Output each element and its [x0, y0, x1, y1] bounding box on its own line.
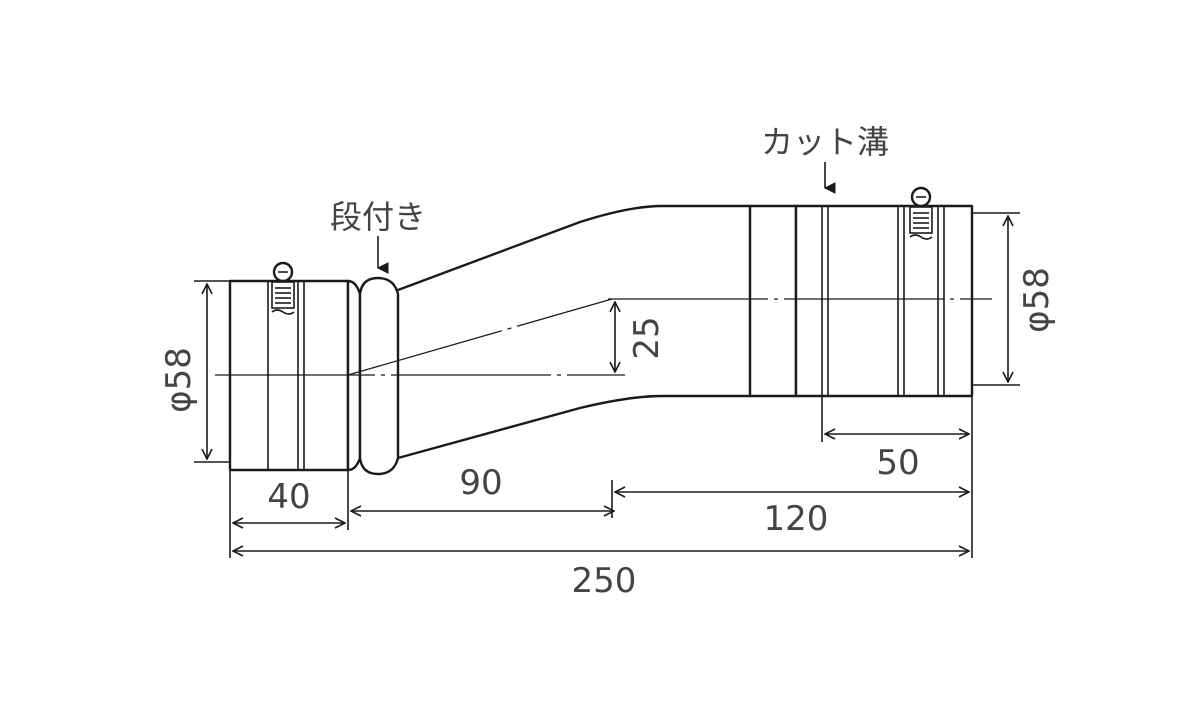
- transition-lower-edge: [396, 394, 752, 460]
- step-bead: [346, 276, 400, 476]
- offset-label: 25: [627, 316, 667, 359]
- left-length-label: 40: [267, 477, 310, 517]
- right-length-label: 120: [764, 499, 829, 539]
- total-length-label: 250: [572, 561, 637, 601]
- transition-upper-edge: [396, 204, 752, 292]
- step-label: 段付き: [330, 198, 426, 236]
- right-clamp-screw: [909, 186, 933, 240]
- right-diameter-label: φ58: [1017, 267, 1057, 333]
- cut-groove-label: カット溝: [761, 123, 889, 161]
- center-lines: [215, 298, 992, 376]
- left-diameter-label: φ58: [159, 347, 199, 413]
- dimension-lines: [207, 216, 1008, 551]
- middle-length-label: 90: [459, 463, 502, 503]
- right-pipe-section: [748, 204, 974, 398]
- cut-length-label: 50: [876, 443, 919, 483]
- extension-lines: [194, 212, 1020, 558]
- left-clamp-screw: [271, 261, 295, 315]
